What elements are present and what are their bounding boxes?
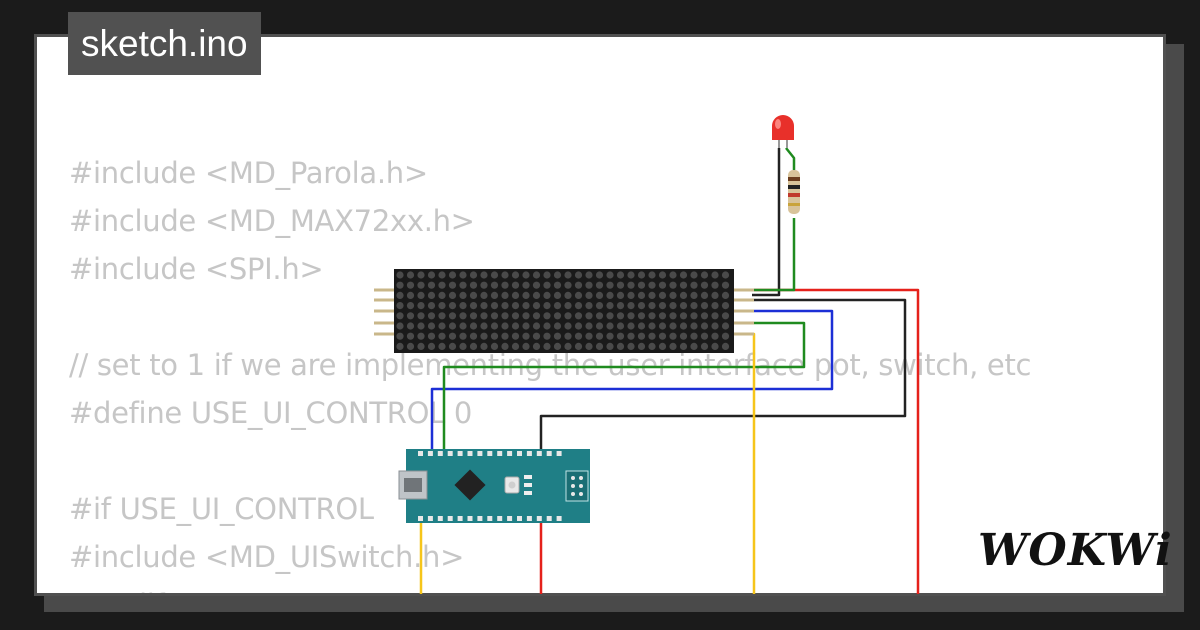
wire-blue-din <box>430 309 834 452</box>
code-line: #define USE_UI_CONTROL 0 <box>69 396 473 430</box>
code-line: #include <MD_MAX72xx.h> <box>69 204 475 238</box>
wire-green-resistor <box>785 147 796 170</box>
wire-green-led <box>752 218 796 292</box>
wire-black-led <box>752 148 781 297</box>
wokwi-logo: WOKWi <box>978 525 1173 576</box>
code-line: #if USE_UI_CONTROL <box>69 492 374 526</box>
matrix-pins-right <box>734 288 754 336</box>
code-line: // set to 1 if we are implementing the u… <box>69 348 1032 382</box>
led-matrix-display <box>394 269 734 353</box>
icsp-header <box>565 470 589 502</box>
file-name-tab: sketch.ino <box>68 12 261 75</box>
mcu-chip <box>454 469 486 501</box>
wire-green-cs <box>442 321 806 452</box>
code-line: #include <MD_Parola.h> <box>69 156 428 190</box>
red-led <box>772 115 794 148</box>
arduino-nano <box>398 449 590 523</box>
wire-red-vcc <box>752 288 920 594</box>
usb-port <box>398 470 428 500</box>
resistor <box>788 170 800 214</box>
wire-yellow-clk <box>752 332 756 594</box>
code-line: #include <SPI.h> <box>69 252 324 286</box>
code-preview: #include <MD_Parola.h> #include <MD_MAX72… <box>69 149 1032 593</box>
code-line: #endif <box>69 581 1031 593</box>
wire-black-gnd <box>539 298 907 452</box>
matrix-pins-left <box>374 288 394 336</box>
